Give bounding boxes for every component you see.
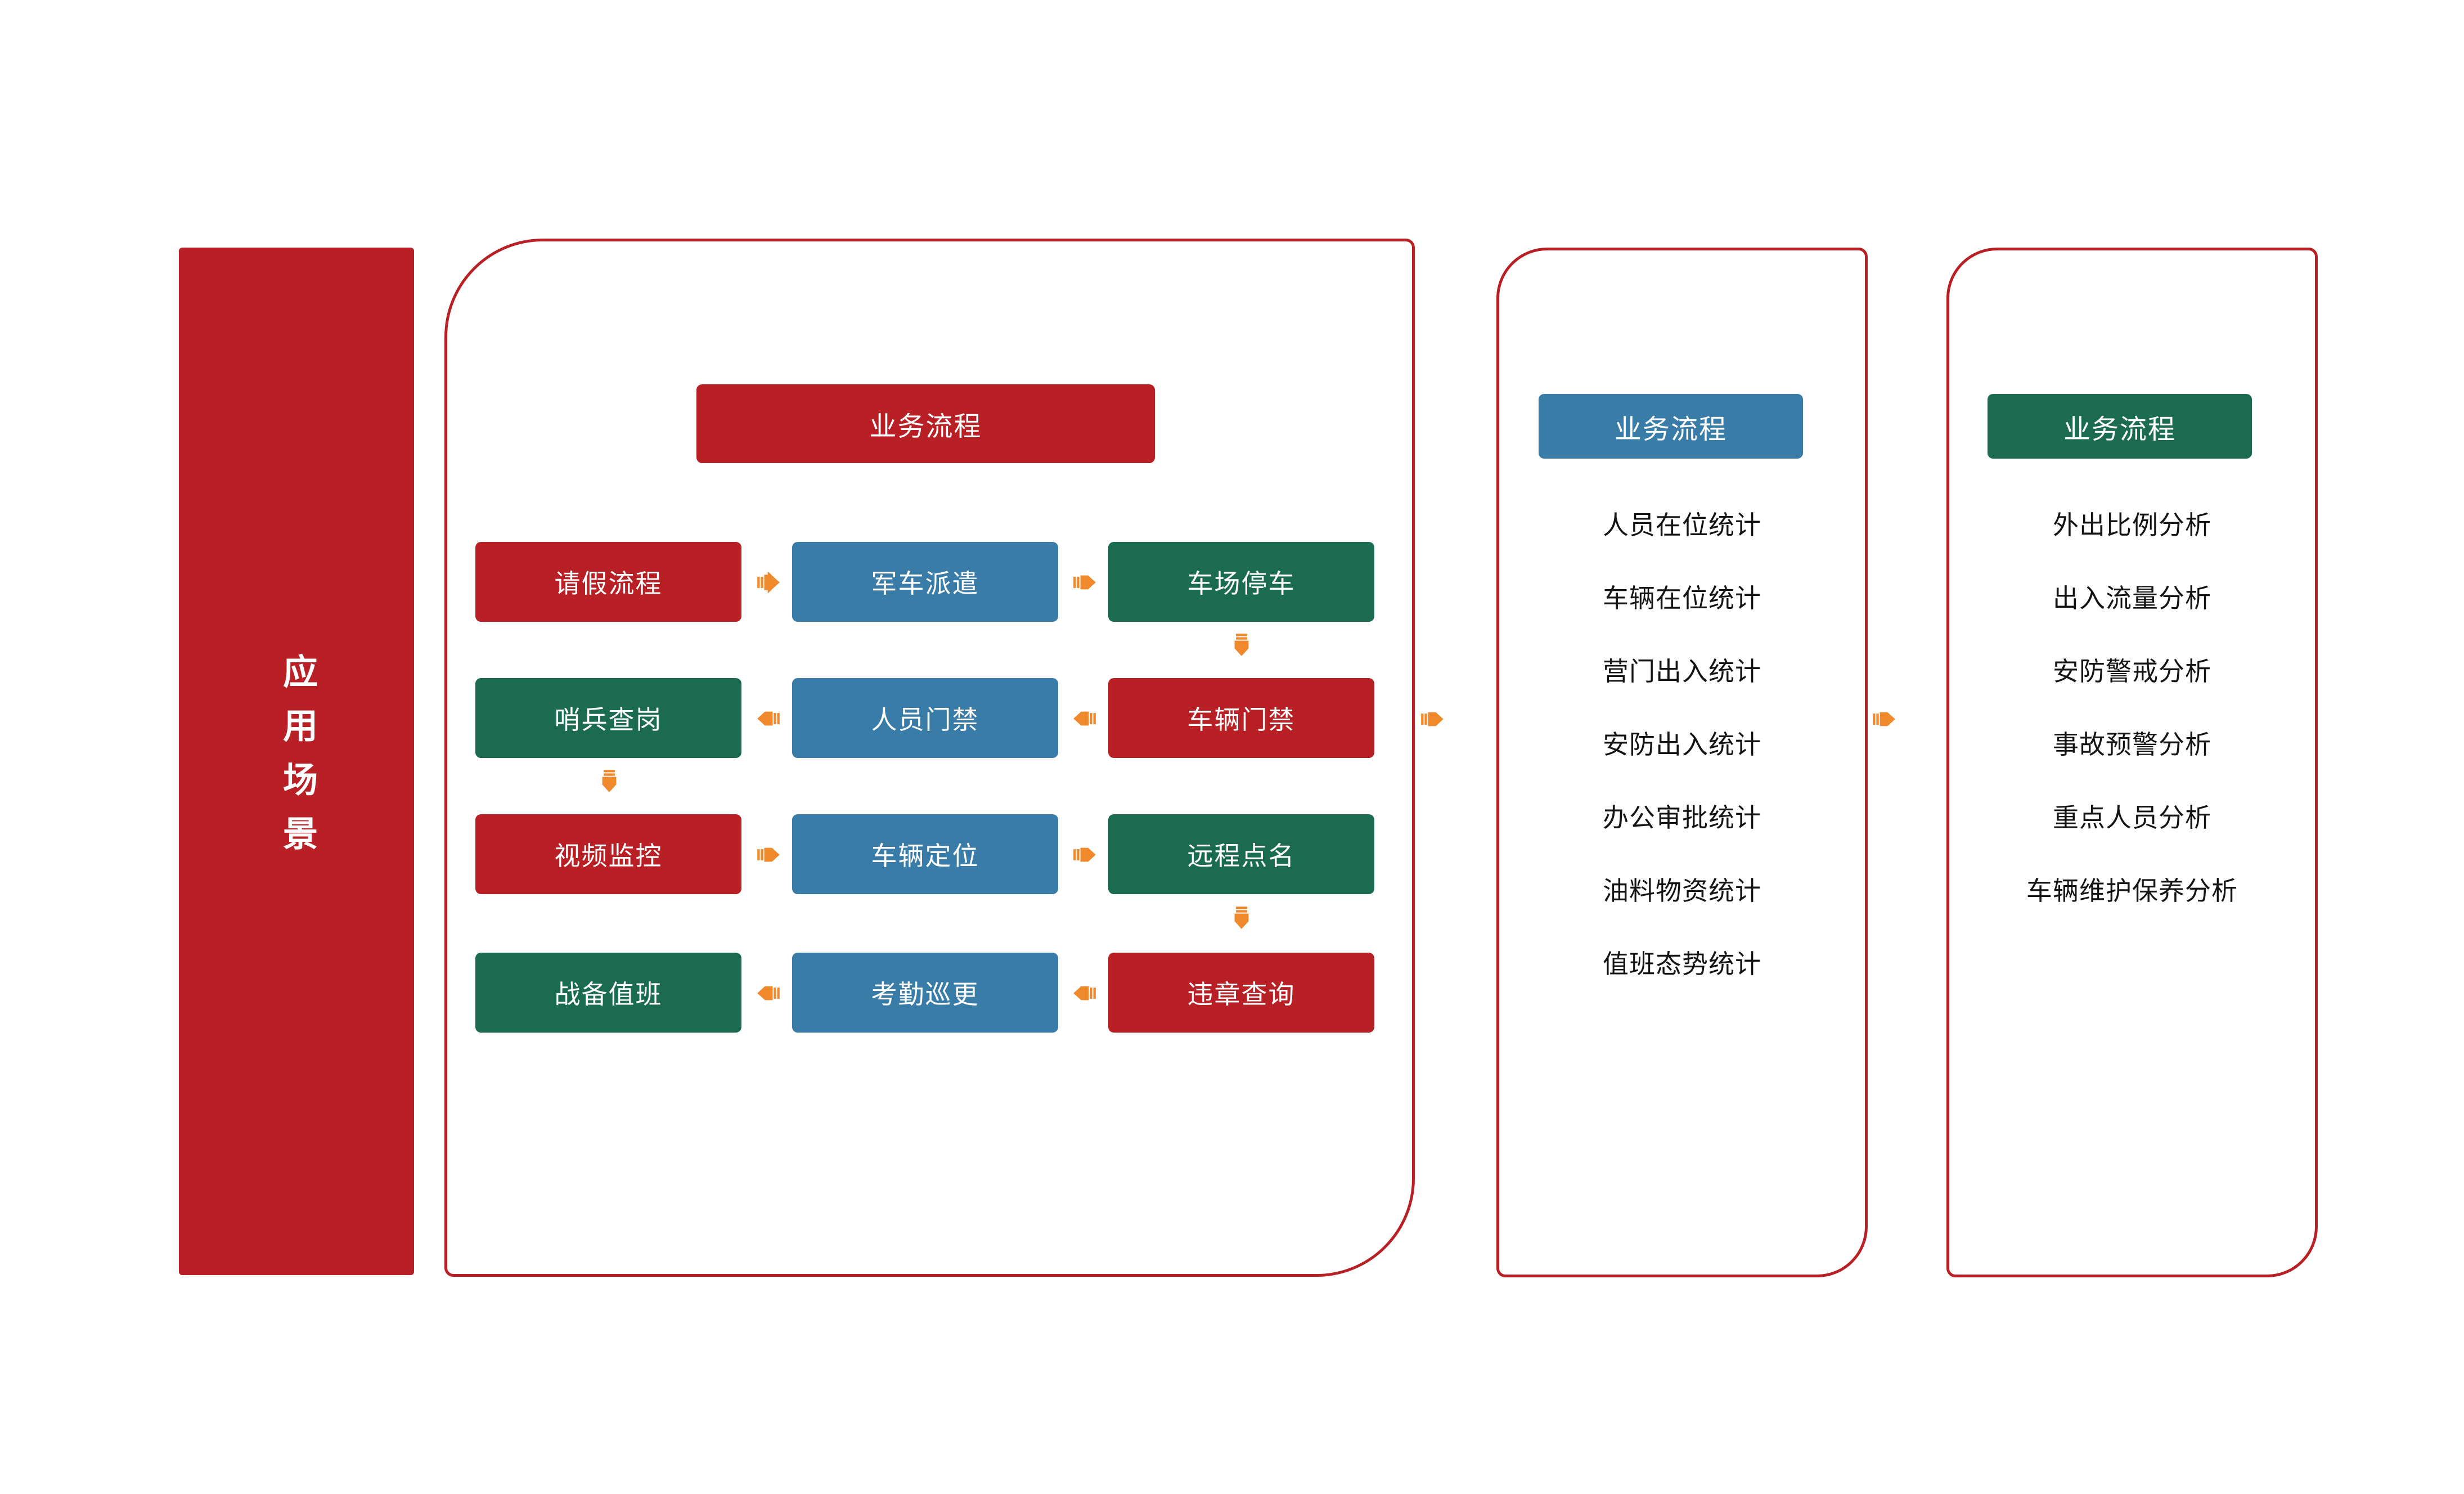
process-box-cheliangmenjin[interactable]: 车辆门禁 xyxy=(1108,678,1374,758)
process-box-renyuanmenjin[interactable]: 人员门禁 xyxy=(792,678,1058,758)
process-box-shipinjiankong[interactable]: 视频监控 xyxy=(475,814,741,894)
statistics-list: 人员在位统计 车辆在位统计 营门出入统计 安防出入统计 办公审批统计 油料物资统… xyxy=(1496,512,1868,1024)
arrow-down-icon xyxy=(1224,627,1259,662)
arrow-left-icon xyxy=(1067,976,1102,1011)
panel-analysis-header: 业务流程 xyxy=(1988,394,2252,459)
process-box-yuanchengdianming[interactable]: 远程点名 xyxy=(1108,814,1374,894)
arrow-right-icon xyxy=(1867,702,1901,737)
arrow-down-icon xyxy=(592,764,627,798)
list-item[interactable]: 重点人员分析 xyxy=(2053,803,2211,832)
process-box-qingjialiucheng[interactable]: 请假流程 xyxy=(475,542,741,622)
process-box-cheliangdingwei[interactable]: 车辆定位 xyxy=(792,814,1058,894)
arrow-right-icon xyxy=(1067,837,1102,872)
arrow-left-icon xyxy=(1067,701,1102,736)
process-box-zhanbeizhiban[interactable]: 战备值班 xyxy=(475,953,741,1033)
list-item[interactable]: 油料物资统计 xyxy=(1603,876,1761,905)
arrow-left-icon xyxy=(751,976,786,1011)
process-box-junchepaiqian[interactable]: 军车派遣 xyxy=(792,542,1058,622)
process-box-chechangtingche[interactable]: 车场停车 xyxy=(1108,542,1374,622)
list-item[interactable]: 出入流量分析 xyxy=(2053,584,2211,613)
list-item[interactable]: 事故预警分析 xyxy=(2053,730,2211,759)
list-item[interactable]: 安防出入统计 xyxy=(1603,730,1761,759)
arrow-left-icon xyxy=(751,701,786,736)
panel-process-header: 业务流程 xyxy=(696,384,1155,463)
arrow-right-icon xyxy=(1067,565,1102,600)
list-item[interactable]: 安防警戒分析 xyxy=(2053,657,2211,686)
arrow-down-icon xyxy=(1224,900,1259,935)
panel-statistics-header: 业务流程 xyxy=(1539,394,1803,459)
process-box-shaobingchagang[interactable]: 哨兵查岗 xyxy=(475,678,741,758)
list-item[interactable]: 值班态势统计 xyxy=(1603,949,1761,979)
list-item[interactable]: 营门出入统计 xyxy=(1603,657,1761,686)
list-item[interactable]: 外出比例分析 xyxy=(2053,510,2211,540)
arrow-right-icon xyxy=(751,565,786,600)
arrow-right-icon xyxy=(751,837,786,872)
process-box-weizhangchaxun[interactable]: 违章查询 xyxy=(1108,953,1374,1033)
list-item[interactable]: 车辆在位统计 xyxy=(1603,584,1761,613)
list-item[interactable]: 人员在位统计 xyxy=(1603,510,1761,540)
application-scenario-bar: 应用场景 xyxy=(179,248,414,1275)
arrow-right-icon xyxy=(1415,702,1450,737)
process-box-kaoqinxungeng[interactable]: 考勤巡更 xyxy=(792,953,1058,1033)
application-scenario-label: 应用场景 xyxy=(277,653,316,869)
list-item[interactable]: 办公审批统计 xyxy=(1603,803,1761,832)
analysis-list: 外出比例分析 出入流量分析 安防警戒分析 事故预警分析 重点人员分析 车辆维护保… xyxy=(1946,512,2318,951)
list-item[interactable]: 车辆维护保养分析 xyxy=(2026,876,2238,905)
